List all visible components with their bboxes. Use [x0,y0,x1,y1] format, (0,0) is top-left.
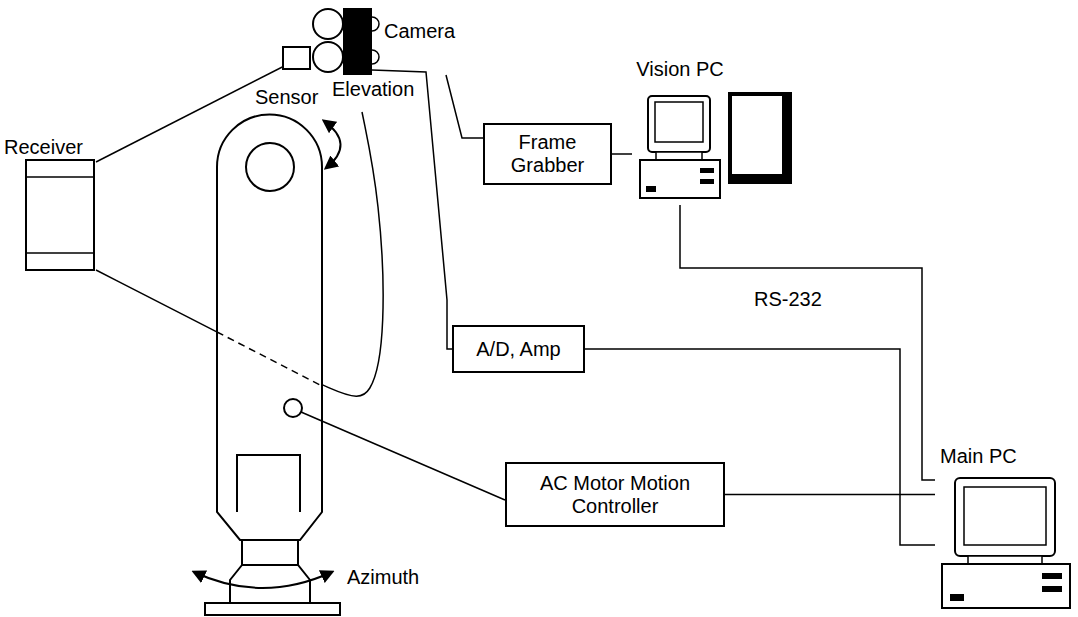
camera-cap [372,17,379,31]
receiver-body [26,160,94,270]
azimuth-arrow [194,572,332,588]
motion-label: Azimuth [345,566,421,589]
node-text: Frame Grabber [493,131,602,177]
pc-monitor [648,96,710,152]
pc-switch [646,186,656,192]
signal-line [680,205,935,480]
pedestal-top [237,455,300,512]
process-box: Frame Grabber [483,123,612,185]
node-text: A/D, Amp [476,338,560,361]
camera-label-node: Camera [340,8,470,75]
computer-node: Vision PC [632,58,728,205]
receiver-node: Receiver [4,134,96,272]
receiver-band [26,176,94,178]
motion-label: Elevation [330,78,416,101]
video-monitor [728,92,792,184]
motor-wire [301,412,505,500]
elevation-arm [217,115,322,541]
pc-drive [700,179,714,184]
node-text: Camera [384,20,455,43]
elevation-arrow [324,121,341,168]
process-box: AC Motor Motion Controller [505,462,725,527]
pc-screen [655,102,703,142]
computer-node: Main PC [935,443,1075,613]
sensor-cap [372,50,379,64]
pc-stand [656,152,702,160]
node-text: AC Motor Motion Controller [515,472,715,518]
node-text: Vision PC [636,58,723,81]
pc-screen [964,487,1046,545]
pc-case [942,564,1070,608]
pc-drive [700,168,714,173]
video-screen [732,96,782,174]
motor-connector [284,399,302,417]
node-text: Main PC [940,445,1017,468]
sensor-lens [313,42,343,72]
signal-line [372,70,452,349]
pc-monitor [955,478,1055,556]
interface-label: RS-232 [752,288,824,311]
signal-line [725,494,935,496]
sensor-hood [283,47,310,69]
base-plate [205,603,340,615]
pc-drive [1042,573,1062,579]
pc-stand [968,556,1042,564]
process-box: A/D, Amp [452,325,585,373]
pc-switch [950,594,964,601]
node-text: Receiver [4,136,83,159]
hidden-cable [217,332,322,386]
receiver-band [26,252,94,254]
node-text: Sensor [255,86,318,109]
pedestal-neck [242,540,298,565]
pc-case [640,160,720,198]
signal-line [446,75,483,138]
signal-line [612,153,632,155]
pc-drive [1042,586,1062,592]
camera-lens [313,9,343,39]
camera-body [343,8,372,75]
elevation-axis [246,143,294,191]
